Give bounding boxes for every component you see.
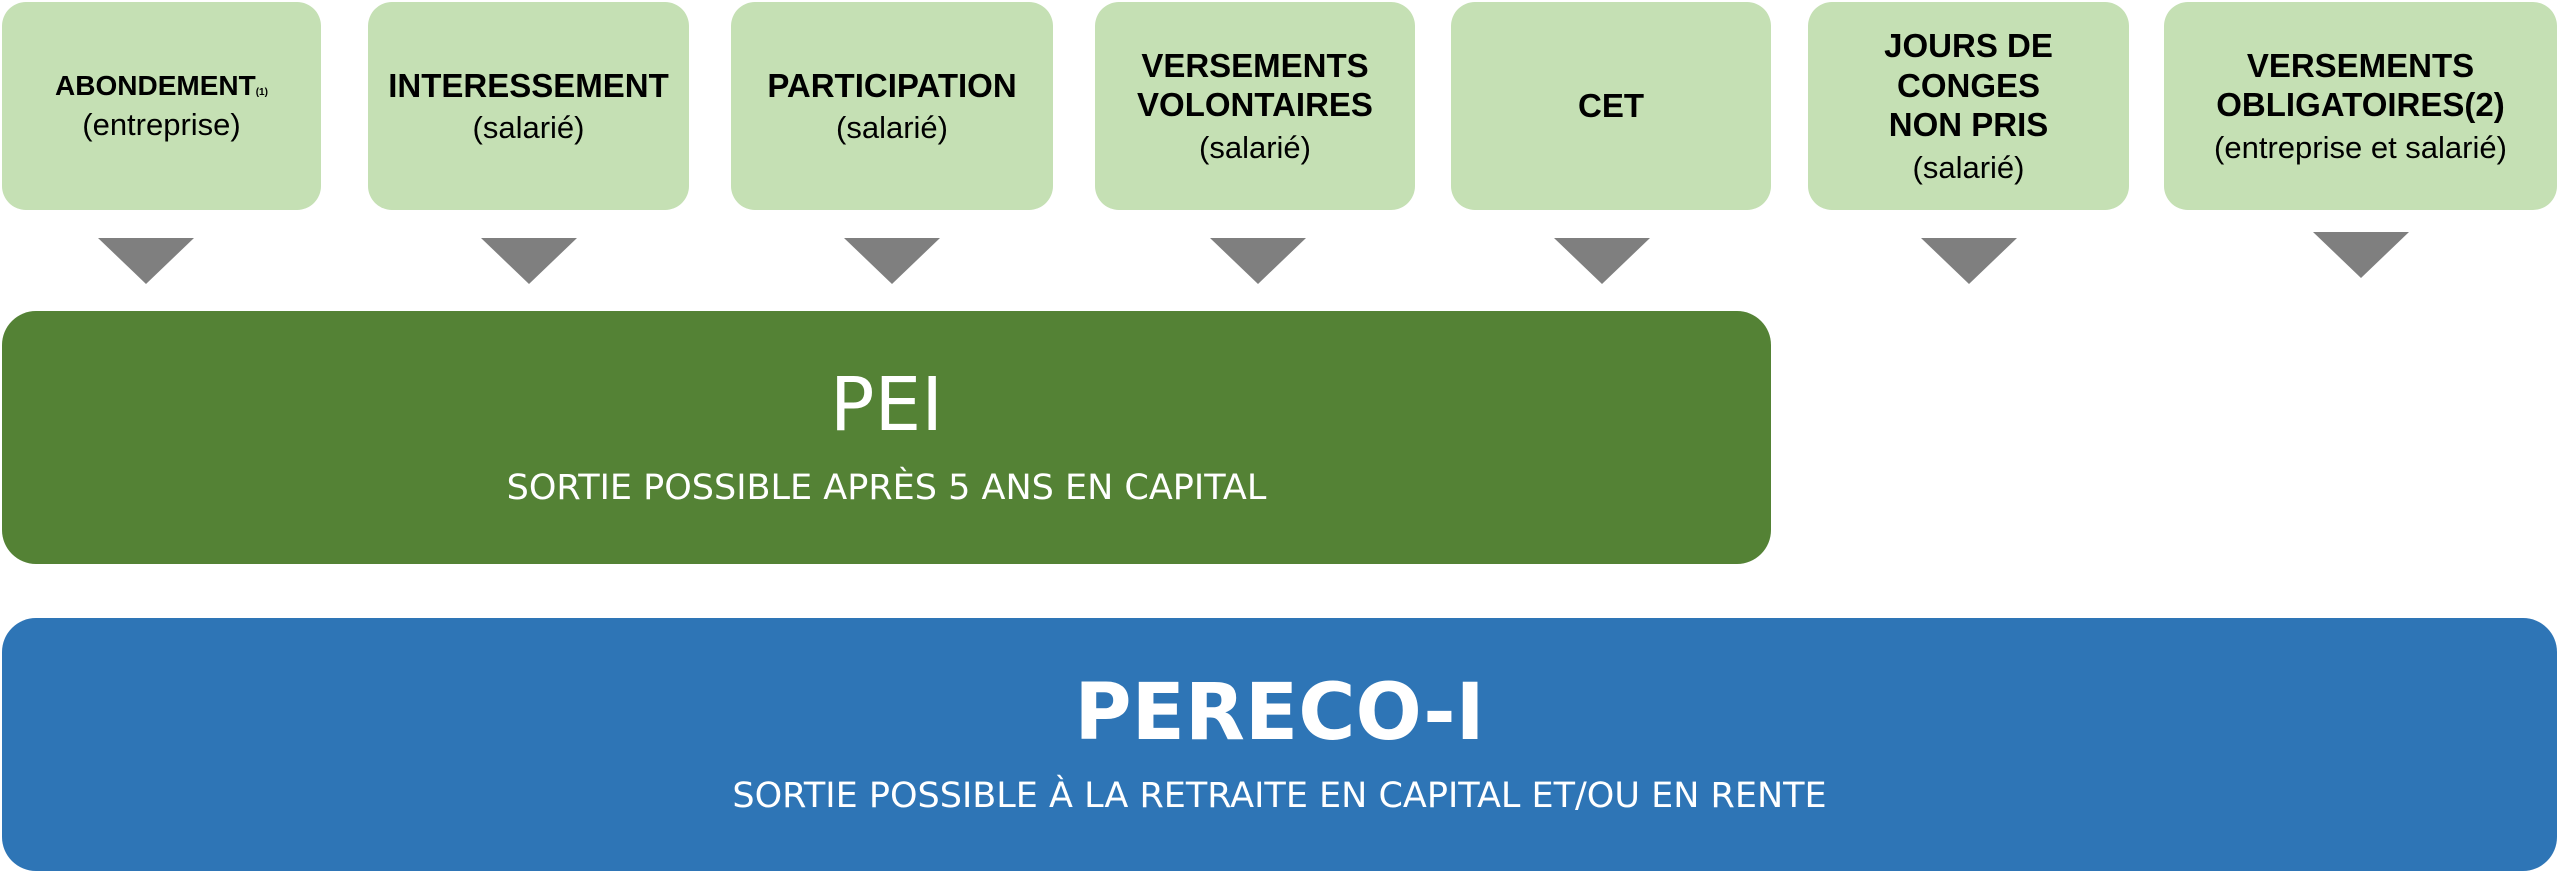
source-title: VERSEMENTS OBLIGATOIRES(2) bbox=[2216, 46, 2505, 124]
down-arrow-icon bbox=[844, 238, 940, 284]
source-box-abondement: ABONDEMENT(1) (entreprise) bbox=[2, 2, 321, 210]
down-arrow-icon bbox=[98, 238, 194, 284]
down-arrow-icon bbox=[481, 238, 577, 284]
down-arrow-icon bbox=[1554, 238, 1650, 284]
source-subtitle: (salarié) bbox=[472, 110, 585, 146]
source-box-cet: CET bbox=[1451, 2, 1771, 210]
pereco-block: PERECO-I SORTIE POSSIBLE À LA RETRAITE E… bbox=[2, 618, 2557, 871]
source-subtitle: (entreprise et salarié) bbox=[2214, 130, 2507, 165]
pereco-subtitle: SORTIE POSSIBLE À LA RETRAITE EN CAPITAL… bbox=[732, 775, 1827, 816]
pei-title: PEI bbox=[829, 361, 944, 448]
source-subtitle: (salarié) bbox=[836, 110, 948, 146]
down-arrow-icon bbox=[1921, 238, 2017, 284]
source-subtitle: (salarié) bbox=[1912, 149, 2025, 185]
source-box-versements-volontaires: VERSEMENTS VOLONTAIRES (salarié) bbox=[1095, 2, 1415, 210]
source-box-interessement: INTERESSEMENT (salarié) bbox=[368, 2, 689, 210]
pei-block: PEI SORTIE POSSIBLE APRÈS 5 ANS EN CAPIT… bbox=[2, 311, 1771, 564]
source-box-versements-obligatoires: VERSEMENTS OBLIGATOIRES(2) (entreprise e… bbox=[2164, 2, 2557, 210]
source-title: PARTICIPATION bbox=[767, 66, 1017, 104]
footnote-marker: (1) bbox=[255, 86, 268, 98]
source-title: JOURS DE CONGES NON PRIS bbox=[1884, 27, 2053, 144]
down-arrow-icon bbox=[2313, 232, 2409, 278]
source-title: VERSEMENTS VOLONTAIRES bbox=[1137, 46, 1373, 124]
pei-subtitle: SORTIE POSSIBLE APRÈS 5 ANS EN CAPITAL bbox=[506, 467, 1267, 508]
source-box-jours-conges: JOURS DE CONGES NON PRIS (salarié) bbox=[1808, 2, 2129, 210]
down-arrow-icon bbox=[1210, 238, 1306, 284]
source-subtitle: (salarié) bbox=[1199, 130, 1311, 165]
source-subtitle: (entreprise) bbox=[82, 107, 241, 143]
source-box-participation: PARTICIPATION (salarié) bbox=[731, 2, 1053, 210]
pereco-title: PERECO-I bbox=[1074, 667, 1485, 758]
source-title: INTERESSEMENT bbox=[388, 66, 669, 104]
source-title: ABONDEMENT(1) bbox=[55, 69, 268, 101]
source-title: CET bbox=[1578, 87, 1644, 125]
